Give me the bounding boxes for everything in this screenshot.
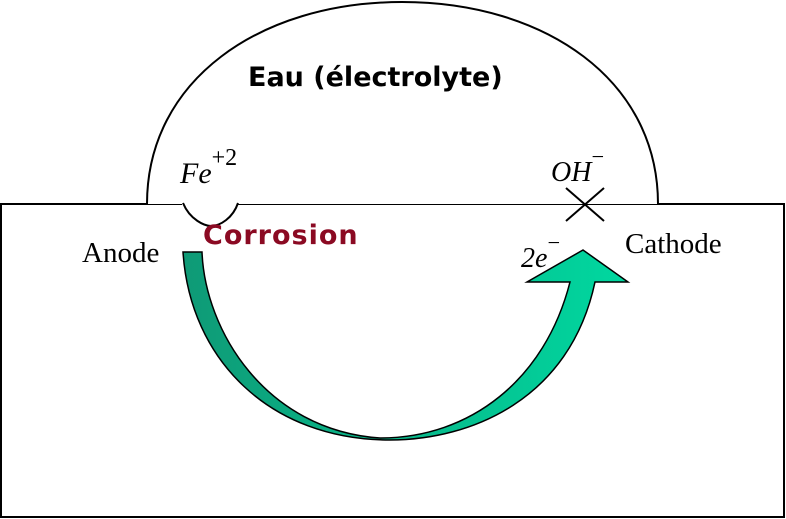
electron-flow-arrow-icon [182, 249, 631, 441]
corrosion-label: Corrosion [203, 220, 359, 251]
electrons-charge: − [547, 230, 561, 255]
hydroxide-ion-label: OH− [551, 144, 605, 188]
metal-block [0, 203, 785, 518]
hydroxide-ion-base: OH [551, 156, 592, 188]
anode-label: Anode [82, 237, 160, 269]
iron-ion-charge: +2 [211, 145, 238, 171]
iron-ion-label: Fe+2 [180, 146, 237, 189]
x-mark-icon [565, 187, 605, 222]
hydroxide-ion-charge: − [591, 144, 605, 169]
iron-ion-base: Fe [180, 157, 212, 190]
water-droplet-outline [146, 0, 659, 205]
electrons-label: 2e− [521, 230, 561, 274]
pit-anode-icon [182, 202, 239, 228]
electrolyte-label: Eau (électrolyte) [248, 62, 503, 93]
electrons-base: 2e [521, 242, 548, 274]
cathode-label: Cathode [625, 228, 722, 260]
